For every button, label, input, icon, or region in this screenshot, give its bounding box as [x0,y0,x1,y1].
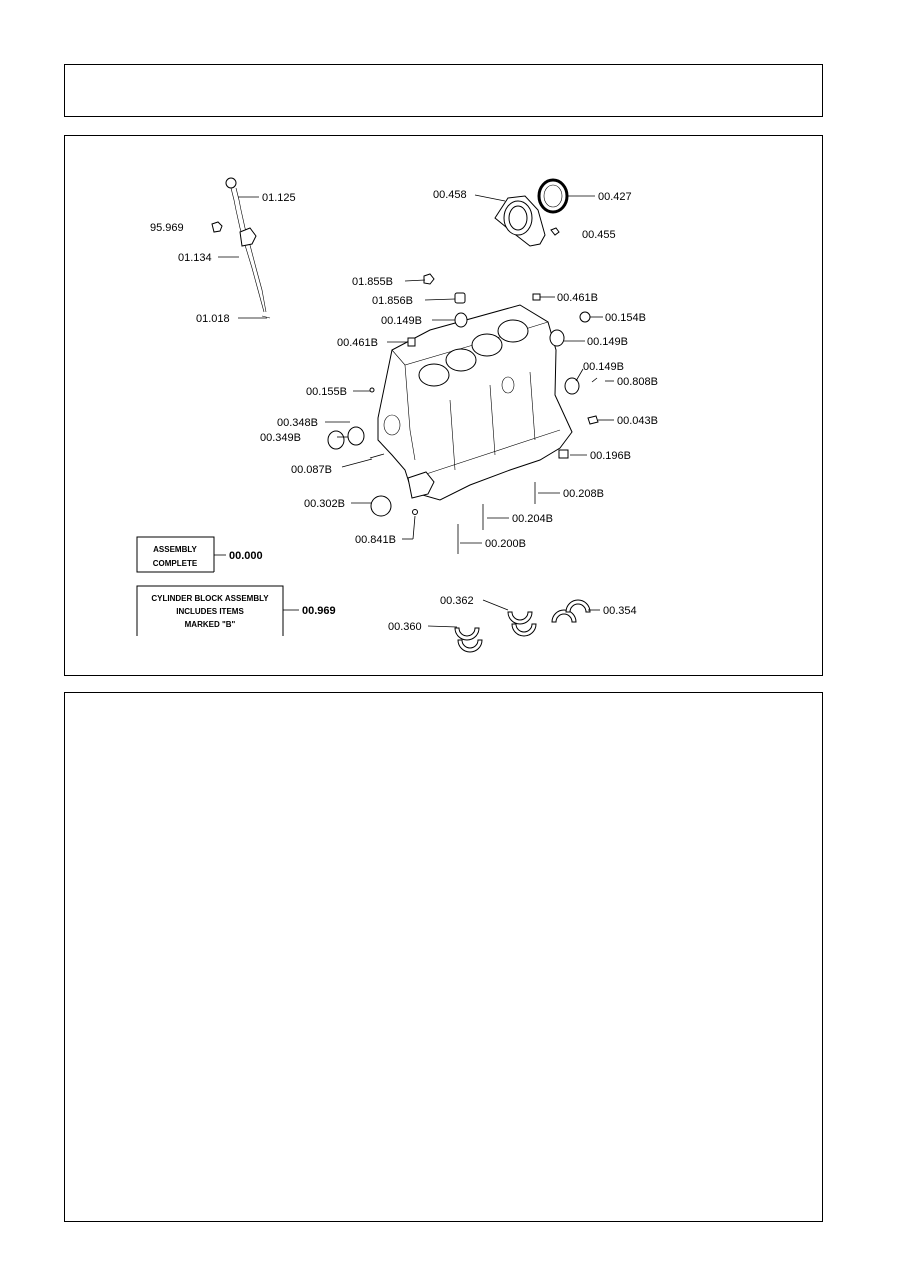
hardware-drawing [327,273,599,554]
dipstick-drawing [211,177,271,319]
label-00-427: 00.427 [598,191,632,203]
label-95-969: 95.969 [150,222,184,234]
label-00-362: 00.362 [440,595,474,607]
block-note-line1: CYLINDER BLOCK ASSEMBLY [151,594,269,603]
block-note-line2: INCLUDES ITEMS [176,607,244,616]
bearing-shells-drawing [454,599,591,653]
assembly-code: 00.000 [229,550,263,562]
label-00-808b: 00.808B [617,376,658,388]
leader-lines [218,194,614,628]
label-01-856b: 01.856B [372,295,413,307]
label-01-125: 01.125 [262,192,296,204]
label-00-302b: 00.302B [304,498,345,510]
label-00-043b: 00.043B [617,415,658,427]
label-00-208b: 00.208B [563,488,604,500]
notes-box [64,692,823,1222]
label-00-348b: 00.348B [277,417,318,429]
label-00-841b: 00.841B [355,534,396,546]
label-00-455: 00.455 [582,229,616,241]
label-00-349b: 00.349B [260,432,301,444]
label-00-360: 00.360 [388,621,422,633]
part-labels: 01.125 95.969 01.134 01.018 00.458 00.42… [150,189,658,633]
label-01-134: 01.134 [178,252,212,264]
assembly-note-line2: COMPLETE [153,559,198,568]
label-00-458: 00.458 [433,189,467,201]
label-01-018: 01.018 [196,313,230,325]
block-note-line3: MARKED "B" [185,620,236,629]
header-box [64,64,823,117]
label-00-200b: 00.200B [485,538,526,550]
assembly-complete-note: ASSEMBLY COMPLETE 00.000 [136,536,263,573]
block-code: 00.969 [302,605,336,617]
label-00-149b-top: 00.149B [381,315,422,327]
label-00-149b-right: 00.149B [587,336,628,348]
label-00-204b: 00.204B [512,513,553,525]
label-00-461b-top: 00.461B [557,292,598,304]
rear-seal-drawing [494,178,569,247]
label-00-354: 00.354 [603,605,637,617]
assembly-note-line1: ASSEMBLY [153,545,197,554]
label-00-149b-lower: 00.149B [583,361,624,373]
label-00-461b-left: 00.461B [337,337,378,349]
label-00-155b: 00.155B [306,386,347,398]
cylinder-block-note: CYLINDER BLOCK ASSEMBLY INCLUDES ITEMS M… [136,585,336,636]
label-00-154b: 00.154B [605,312,646,324]
cylinder-block-drawing [377,304,573,501]
label-01-855b: 01.855B [352,276,393,288]
label-00-196b: 00.196B [590,450,631,462]
label-00-087b: 00.087B [291,464,332,476]
